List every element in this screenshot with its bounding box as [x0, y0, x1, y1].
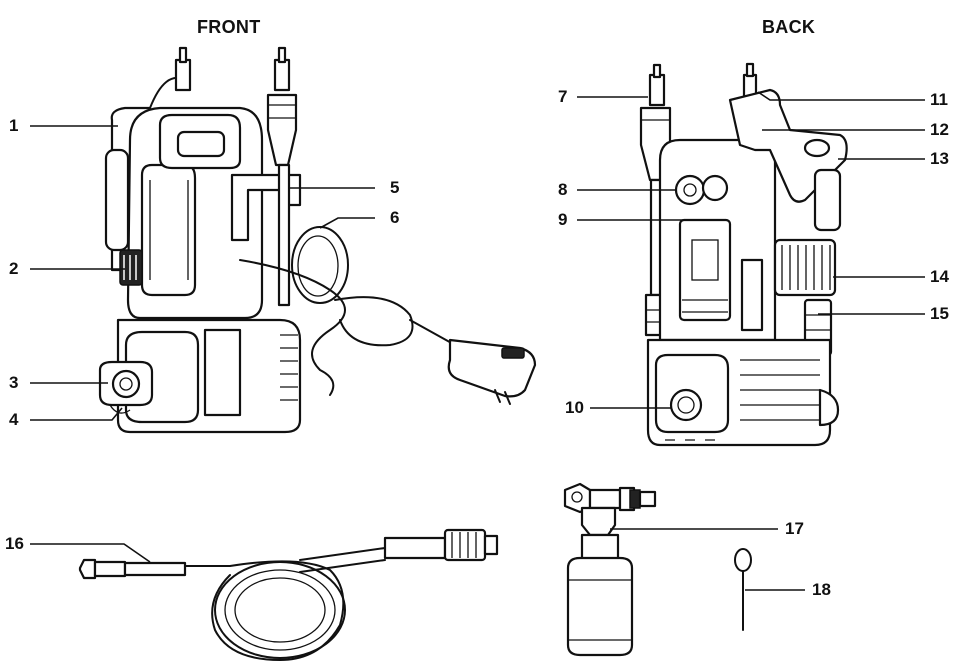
front-view-illustration	[98, 46, 537, 434]
callout-4: 4	[9, 410, 19, 429]
front-heading: FRONT	[197, 17, 261, 37]
back-view-illustration	[639, 62, 848, 447]
callout-18: 18	[812, 580, 831, 599]
leader-lines	[30, 91, 925, 591]
callout-5: 5	[390, 178, 400, 197]
callout-16: 16	[5, 534, 24, 553]
callout-17: 17	[785, 519, 804, 538]
detergent-bottle-illustration	[563, 482, 657, 657]
callout-6: 6	[390, 208, 400, 227]
back-heading: BACK	[762, 17, 816, 37]
nozzle-cleaning-tool-illustration	[734, 548, 752, 631]
callout-14: 14	[930, 267, 949, 286]
callout-1: 1	[9, 116, 19, 135]
callout-9: 9	[558, 210, 568, 229]
callout-12: 12	[930, 120, 949, 139]
high-pressure-hose-illustration	[78, 528, 499, 661]
callout-3: 3	[9, 373, 19, 392]
callout-8: 8	[558, 180, 568, 199]
callout-15: 15	[930, 304, 949, 323]
callout-7: 7	[558, 87, 568, 106]
callout-2: 2	[9, 259, 19, 278]
callout-13: 13	[930, 149, 949, 168]
callout-10: 10	[565, 398, 584, 417]
callout-11: 11	[930, 90, 948, 109]
